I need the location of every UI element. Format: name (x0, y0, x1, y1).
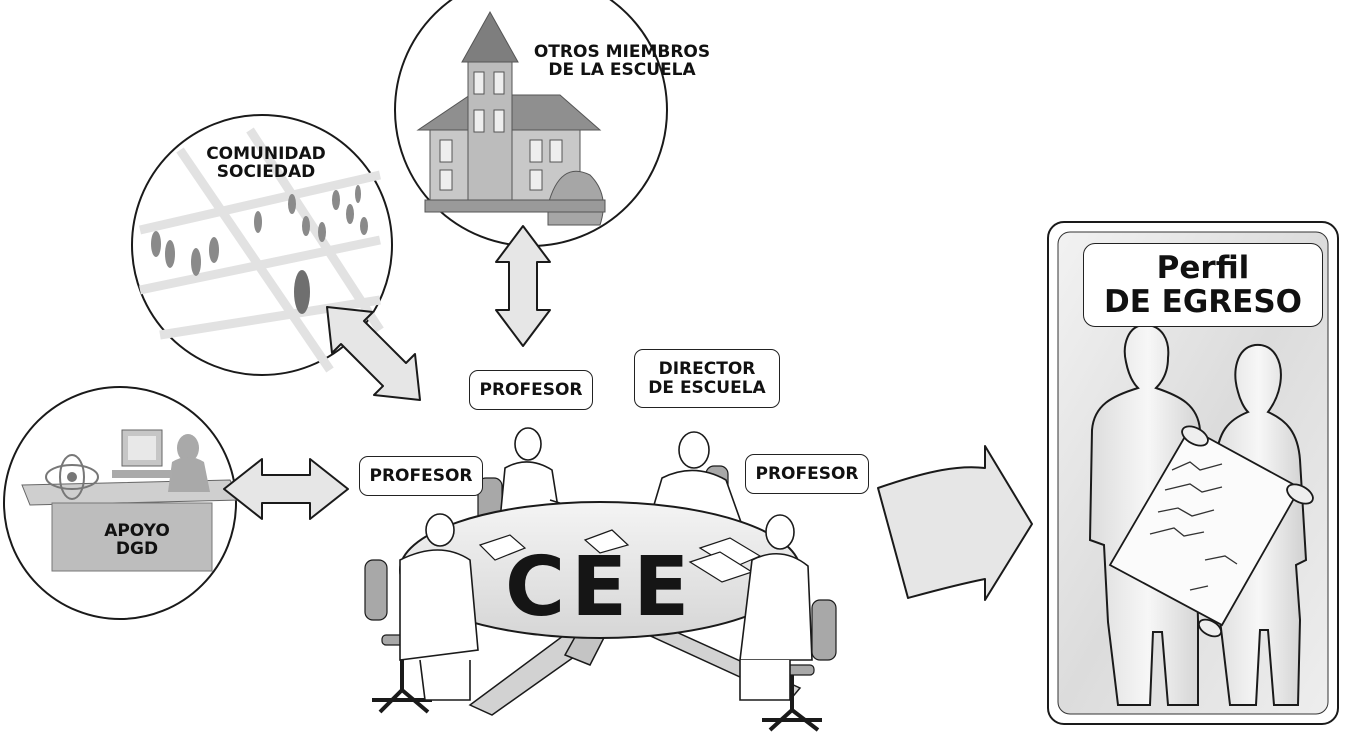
perfil-title-box: Perfil DE EGRESO (1083, 243, 1323, 327)
comunidad-line1: COMUNIDAD (206, 144, 326, 164)
perfil-panel (1047, 221, 1339, 725)
director-bubble: DIRECTOR DE ESCUELA (634, 349, 780, 408)
profesor-left-bubble: PROFESOR (359, 456, 483, 496)
otros-line2: DE LA ESCUELA (548, 59, 696, 80)
apoyo-line2: DGD (115, 538, 159, 559)
scroll-icon (1108, 425, 1314, 638)
comunidad-label: COMUNIDAD SOCIEDAD (196, 144, 336, 182)
profesor-left-label: PROFESOR (369, 465, 473, 486)
apoyo-circle (3, 386, 241, 620)
otros-miembros-label: OTROS MIEMBROS DE LA ESCUELA (532, 42, 712, 80)
otros-line1: OTROS MIEMBROS (533, 42, 711, 62)
double-arrow-vertical (495, 225, 551, 347)
double-arrow-horizontal (223, 458, 349, 520)
comunidad-line2: SOCIEDAD (216, 161, 316, 182)
school-house-icon (416, 10, 606, 226)
apoyo-line1: APOYO (104, 521, 170, 541)
profesor-top-bubble: PROFESOR (469, 370, 593, 410)
apoyo-label: APOYO DGD (92, 521, 182, 559)
profesor-top-label: PROFESOR (479, 379, 583, 400)
office-desk-icon (21, 429, 241, 572)
people-crowd-icon (151, 185, 368, 314)
perfil-line1: Perfil (1156, 249, 1250, 286)
cee-label: CEE (505, 540, 696, 635)
perfil-line2: DE EGRESO (1103, 284, 1303, 320)
papers-icon (478, 529, 762, 583)
street-grid-icon (138, 127, 384, 373)
big-arrow-right (877, 445, 1033, 601)
meeting-table-scene (364, 427, 837, 732)
person-icon-front (399, 513, 813, 701)
profesor-right-bubble: PROFESOR (745, 454, 869, 494)
otros-miembros-circle (394, 0, 668, 247)
profesor-right-label: PROFESOR (755, 463, 859, 484)
director-line1: DIRECTOR (658, 358, 756, 379)
double-arrow-diagonal (326, 306, 421, 401)
director-line2: DE ESCUELA (648, 377, 766, 398)
